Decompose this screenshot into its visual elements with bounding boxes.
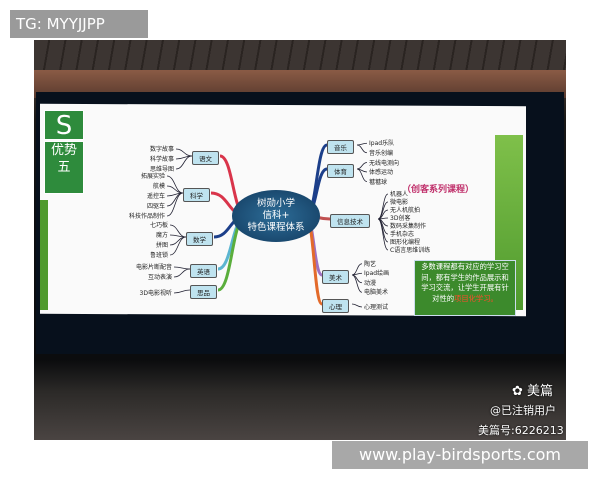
- leaf-item: 四驱车: [146, 203, 165, 210]
- branch-line: [175, 148, 193, 157]
- branch-line: [351, 303, 363, 308]
- badge-text: 优势五: [44, 141, 84, 194]
- branch-line: [173, 268, 191, 278]
- branch-node: 语文: [192, 151, 219, 165]
- leaf-item: 拓展实验: [140, 173, 165, 180]
- leaf-item: C语言思维训练: [390, 247, 431, 254]
- branch-line: [356, 144, 368, 154]
- branch-node: 心理: [322, 299, 349, 313]
- branch-node: 音乐: [327, 140, 354, 154]
- branch-node: 数学: [186, 232, 213, 246]
- branch-node: 体育: [327, 164, 354, 178]
- leaf-item: 体感运动: [369, 169, 394, 176]
- leaf-item: Ipad绘画: [364, 270, 390, 278]
- branch-node: 美术: [322, 270, 349, 284]
- branch-line: [173, 266, 191, 270]
- branch-line: [173, 289, 191, 294]
- leaf-item: 机器人: [390, 191, 409, 198]
- slide-decoration-left: [40, 200, 48, 310]
- mindmap-center: 树勋小学 信科+ 特色课程体系: [232, 190, 320, 242]
- leaf-item: Ipad乐队: [369, 140, 395, 148]
- leaf-item: 无人机航拍: [390, 207, 421, 214]
- leaf-item: 航模: [152, 183, 165, 190]
- branch-node: 信息技术: [330, 214, 370, 228]
- leaf-item: 鲁班锁: [149, 252, 168, 259]
- leaf-item: 3D创客: [390, 215, 411, 222]
- brand-name: 美篇: [527, 384, 554, 399]
- leaf-item: 手机杂志: [390, 231, 415, 238]
- branch-line: [169, 236, 187, 256]
- leaf-item: 音乐创编: [369, 149, 394, 157]
- tg-label: TG: MYYJJPP: [10, 10, 148, 38]
- leaf-item: 科学故事: [149, 156, 174, 163]
- branch-node: 英语: [190, 264, 217, 278]
- leaf-item: 思维导图: [149, 166, 174, 173]
- leaf-item: 微电影: [390, 199, 409, 206]
- note-highlight: 项目化学习。: [454, 293, 498, 303]
- branch-line: [166, 175, 184, 194]
- branch-node: 科学: [183, 188, 210, 202]
- badge-letter: S: [44, 110, 84, 141]
- leaf-item: 魔方: [155, 232, 168, 239]
- center-line: 特色课程体系: [247, 222, 305, 233]
- leaf-item: 拼图: [155, 242, 168, 249]
- leaf-item: 毽毽球: [369, 178, 388, 186]
- leaf-item: 心理测试: [364, 304, 389, 311]
- branch-line: [166, 192, 184, 217]
- branch-line: [356, 142, 368, 146]
- note-box: 多数课程都有对应的学习空间，都有学生的作品展示和学习交流，让学生开展有针对性的项…: [414, 260, 516, 316]
- leaf-item: 电脑美术: [364, 289, 389, 297]
- meipian-logo-icon: ✿: [512, 384, 523, 399]
- leaf-item: 科技作品制作: [128, 213, 165, 220]
- maker-course-title: （创客系列课程）: [402, 185, 475, 195]
- center-line: 树勋小学: [256, 198, 295, 209]
- branch-line: [356, 168, 368, 182]
- branch-line: [175, 155, 193, 170]
- branch-node: 思品: [190, 285, 217, 299]
- note-text: 多数课程都有对应的学习空间，都有学生的作品展示和学习交流，让学生开展有针对性的: [421, 262, 509, 303]
- leaf-item: 遥控车: [146, 193, 165, 200]
- leaf-item: 数码采集制作: [390, 223, 427, 230]
- branch-line: [356, 162, 368, 170]
- watermark-id: 美篇号:6226213: [478, 424, 564, 437]
- leaf-item: 陶艺: [364, 260, 377, 268]
- branch-line: [377, 218, 389, 251]
- leaf-item: 数字故事: [149, 146, 174, 153]
- watermark-user: @已注销用户: [490, 404, 556, 417]
- leaf-item: 互动表演: [147, 274, 172, 281]
- center-line: 信科+: [262, 210, 290, 221]
- leaf-item: 动漫: [364, 279, 377, 287]
- branch-line: [169, 234, 187, 238]
- site-url[interactable]: www.play-birdsports.com: [332, 441, 588, 469]
- leaf-item: 无线电测向: [369, 159, 400, 167]
- leaf-item: 七巧板: [149, 222, 168, 229]
- branch-line: [351, 274, 363, 293]
- leaf-item: 图形化编程: [390, 239, 421, 246]
- watermark-brand: ✿ 美篇: [512, 380, 553, 399]
- leaf-item: 电影片断配音: [135, 264, 172, 271]
- leaf-item: 3D电影视听: [139, 290, 172, 297]
